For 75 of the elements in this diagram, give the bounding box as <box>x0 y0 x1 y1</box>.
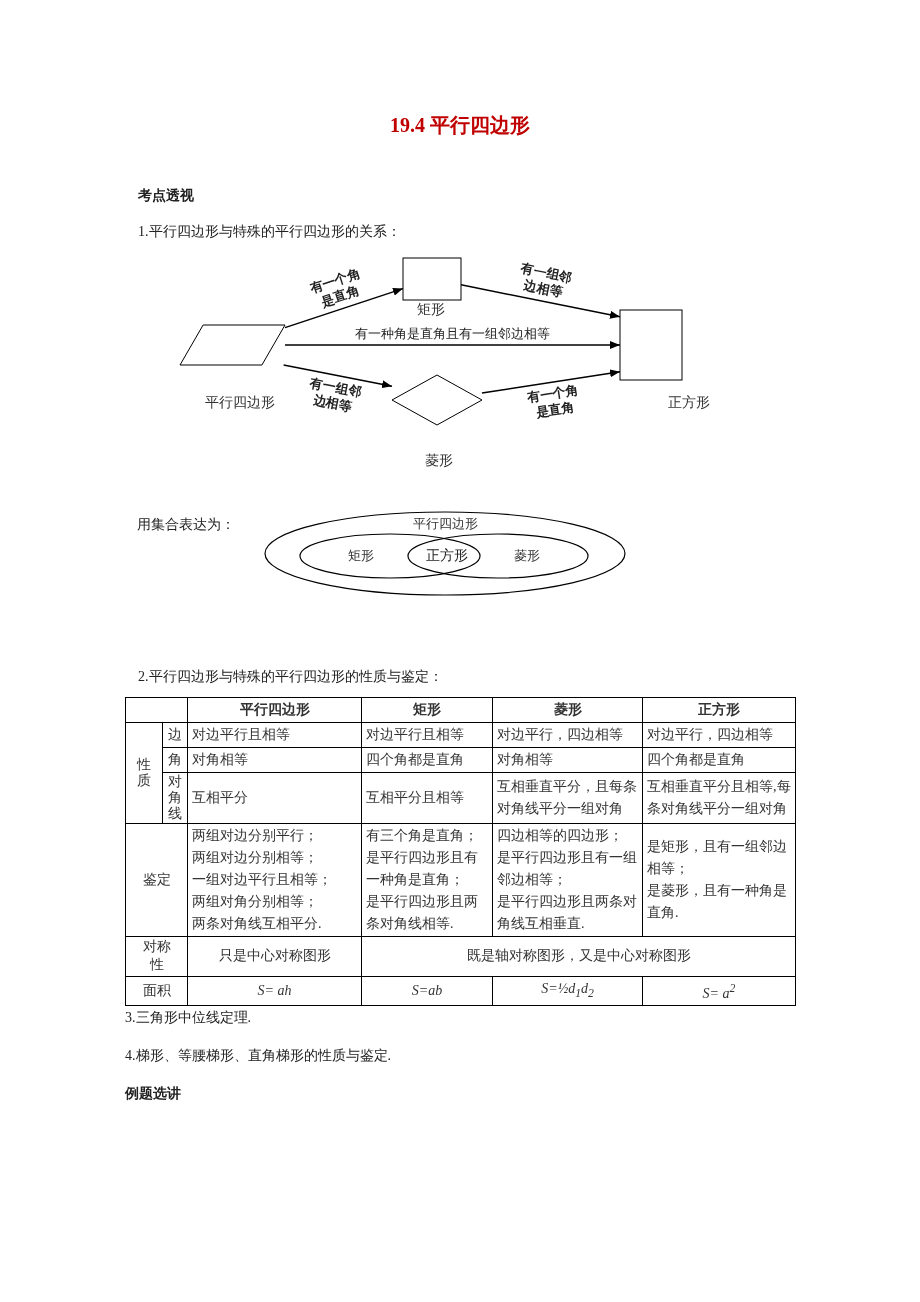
cell-text: 对边平行且相等 <box>366 726 465 744</box>
row-header: 角 <box>168 751 182 769</box>
row-header: 性质 <box>137 757 151 790</box>
shape-caption: 矩形 <box>417 301 445 319</box>
section-heading: 例题选讲 <box>125 1085 182 1104</box>
section-text: 1.平行四边形与特殊的平行四边形的关系： <box>138 223 401 241</box>
row-header: 对角线 <box>168 774 182 823</box>
row-header: 边 <box>168 726 182 744</box>
row-header: 面积 <box>141 982 172 1001</box>
cell-text: 四个角都是直角 <box>647 751 746 769</box>
formula: S=ab <box>410 982 444 1001</box>
section-text: 用集合表达为： <box>137 516 235 534</box>
set-label: 平行四边形 <box>412 516 478 532</box>
cell-text: 是平行四边形且有一种角是直角； <box>366 849 479 890</box>
section-text: 3.三角形中位线定理. <box>125 1009 252 1028</box>
shape-caption: 正方形 <box>668 394 710 412</box>
edge-label: 有一个角是直角 <box>307 264 364 312</box>
column-header: 平行四边形 <box>238 701 311 719</box>
cell-text: 互相垂直平分且相等,每条对角线平分一组对角 <box>647 778 791 819</box>
rhombus-shape <box>392 375 482 425</box>
arrow <box>284 287 404 329</box>
cell-text: 互相平分且相等 <box>366 789 465 808</box>
rectangle-shape <box>403 258 461 300</box>
formula: S=½d$_{1}$d$_{2}$ <box>540 979 595 1002</box>
cell-text: 对边平行，四边相等 <box>497 726 624 744</box>
set-label: 菱形 <box>514 548 540 564</box>
cell-text: 对边平行，四边相等 <box>647 726 774 744</box>
edge-label: 有一组邻边相等 <box>518 259 575 302</box>
cell-text: 是平行四边形且两条对角线相等. <box>366 893 479 934</box>
arrow <box>460 284 621 319</box>
section-text: 2.平行四边形与特殊的平行四边形的性质与鉴定： <box>138 668 443 686</box>
cell-text: 四边相等的四边形； <box>497 827 624 846</box>
cell-text: 有三个角是直角； <box>366 827 479 846</box>
edge-label: 有一个角是直角 <box>524 381 581 422</box>
cell-text: 是平行四边形且有一组邻边相等； <box>497 849 638 890</box>
rectangle-shape <box>620 310 682 380</box>
set-ellipse <box>408 534 588 578</box>
edge-label: 有一组邻边相等 <box>307 373 364 416</box>
cell-text: 对角相等 <box>497 751 554 769</box>
cell-text: 对边平行且相等 <box>192 726 291 744</box>
edge-label: 有一种角是直角且有一组邻边相等 <box>354 326 551 342</box>
arrow <box>284 341 621 349</box>
column-header: 矩形 <box>412 701 442 719</box>
set-ellipse <box>265 512 625 595</box>
formula: S= ah <box>256 982 293 1001</box>
formula: S= a$^{2}$ <box>701 980 737 1003</box>
cell-text: 一组对边平行且相等； <box>192 871 333 890</box>
cell-text: 是菱形，且有一种角是直角. <box>647 882 788 923</box>
cell-text: 四个角都是直角 <box>366 751 465 769</box>
cell-text: 是平行四边形且两条对角线互相垂直. <box>497 893 638 934</box>
cell-text: 两组对边分别相等； <box>192 849 319 868</box>
set-label: 矩形 <box>348 548 374 564</box>
cell-text: 互相垂直平分，且每条对角线平分一组对角 <box>497 778 638 819</box>
cell-text: 互相平分 <box>192 789 249 808</box>
parallelogram-shape <box>180 325 285 365</box>
arrow <box>282 364 393 389</box>
page-title: 19.4 平行四边形 <box>389 113 531 138</box>
row-header: 对称性 <box>142 938 171 975</box>
shape-caption: 平行四边形 <box>205 394 275 412</box>
section-text: 考点透视 <box>138 187 194 205</box>
cell-text: 两组对边分别平行； <box>192 827 319 846</box>
cell-text: 两组对角分别相等； <box>192 893 319 912</box>
set-label: 正方形 <box>426 547 468 565</box>
cell-text: 两条对角线互相平分. <box>192 915 323 934</box>
cell-text: 既是轴对称图形，又是中心对称图形 <box>465 947 692 966</box>
cell-text: 只是中心对称图形 <box>217 947 332 966</box>
arrow <box>481 369 621 394</box>
cell-text: 对角相等 <box>192 751 249 769</box>
column-header: 正方形 <box>697 701 741 719</box>
set-ellipse <box>300 534 480 578</box>
section-text: 4.梯形、等腰梯形、直角梯形的性质与鉴定. <box>125 1047 392 1066</box>
shape-caption: 菱形 <box>425 452 453 470</box>
row-header: 鉴定 <box>141 871 172 890</box>
cell-text: 是矩形，且有一组邻边相等； <box>647 838 788 879</box>
column-header: 菱形 <box>552 701 583 719</box>
